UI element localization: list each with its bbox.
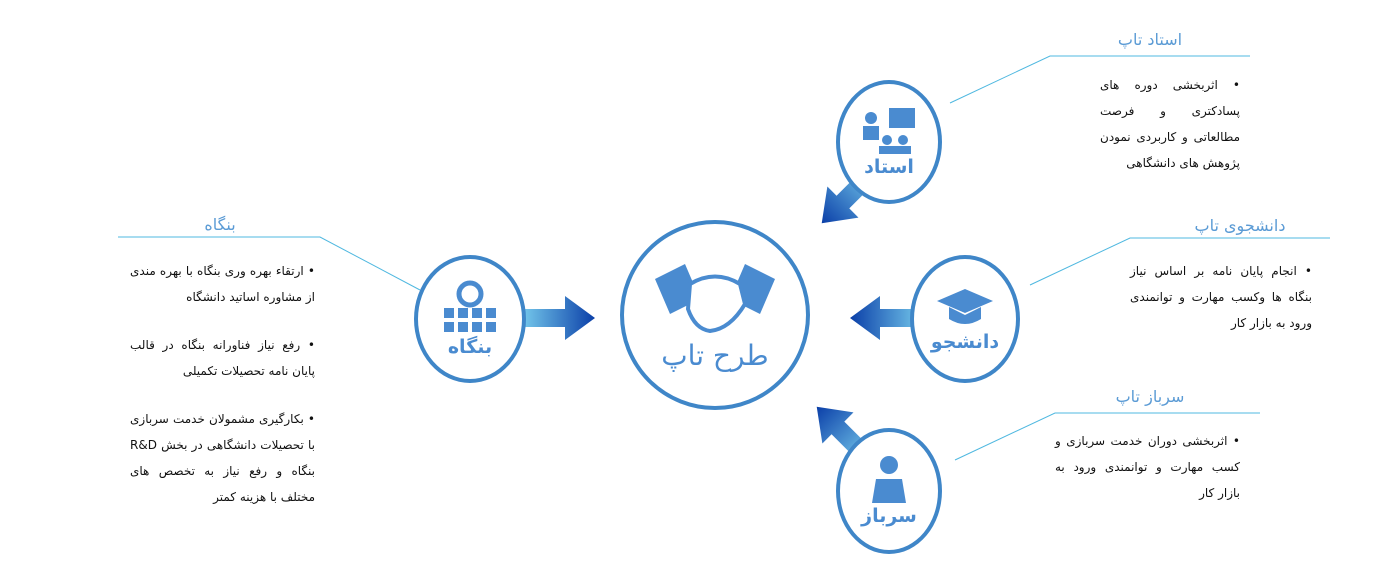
node-ostad: استاد bbox=[836, 80, 942, 204]
center-label: طرح تاپ bbox=[661, 338, 769, 372]
node-label: استاد bbox=[864, 156, 914, 178]
node-label: سرباز bbox=[861, 505, 917, 527]
bullet-item: انجام پایان نامه بر اساس نیاز بنگاه ها و… bbox=[1130, 258, 1312, 336]
sarbaz-title: سرباز تاپ bbox=[1115, 387, 1185, 406]
handshake-icon bbox=[655, 263, 775, 333]
teacher-icon bbox=[863, 108, 915, 154]
ostad-text: اثربخشی دوره های پسادکتری و فرصت مطالعات… bbox=[1100, 72, 1240, 198]
bullet-item: اثربخشی دوران خدمت سربازی و کسب مهارت و … bbox=[1055, 428, 1240, 506]
node-label: بنگاه bbox=[447, 336, 493, 358]
arrow-daneshjoo bbox=[850, 296, 930, 340]
bullet-item: ارتقاء بهره وری بنگاه با بهره مندی از مش… bbox=[130, 258, 315, 310]
arrow-bongah bbox=[515, 296, 595, 340]
center-circle: طرح تاپ bbox=[620, 220, 810, 410]
sarbaz-text: اثربخشی دوران خدمت سربازی و کسب مهارت و … bbox=[1055, 428, 1240, 528]
bullet-item: بکارگیری مشمولان خدمت سربازی با تحصیلات … bbox=[130, 406, 315, 510]
bongah-title: بنگاه bbox=[204, 215, 236, 234]
node-daneshjoo: دانشجو bbox=[910, 255, 1020, 383]
factory-gear-icon bbox=[444, 280, 496, 332]
daneshjoo-title: دانشجوی تاپ bbox=[1194, 216, 1286, 235]
node-bongah: بنگاه bbox=[414, 255, 526, 383]
node-sarbaz: سرباز bbox=[836, 428, 942, 554]
soldier-icon bbox=[872, 456, 906, 503]
graduation-cap-icon bbox=[937, 289, 993, 324]
node-label: دانشجو bbox=[930, 331, 1000, 353]
bullet-item: رفع نیاز فناورانه بنگاه در قالب پایان نا… bbox=[130, 332, 315, 384]
ostad-title: استاد تاپ bbox=[1117, 30, 1183, 49]
bongah-text: ارتقاء بهره وری بنگاه با بهره مندی از مش… bbox=[130, 258, 315, 532]
daneshjoo-text: انجام پایان نامه بر اساس نیاز بنگاه ها و… bbox=[1130, 258, 1312, 358]
bullet-item: اثربخشی دوره های پسادکتری و فرصت مطالعات… bbox=[1100, 72, 1240, 176]
